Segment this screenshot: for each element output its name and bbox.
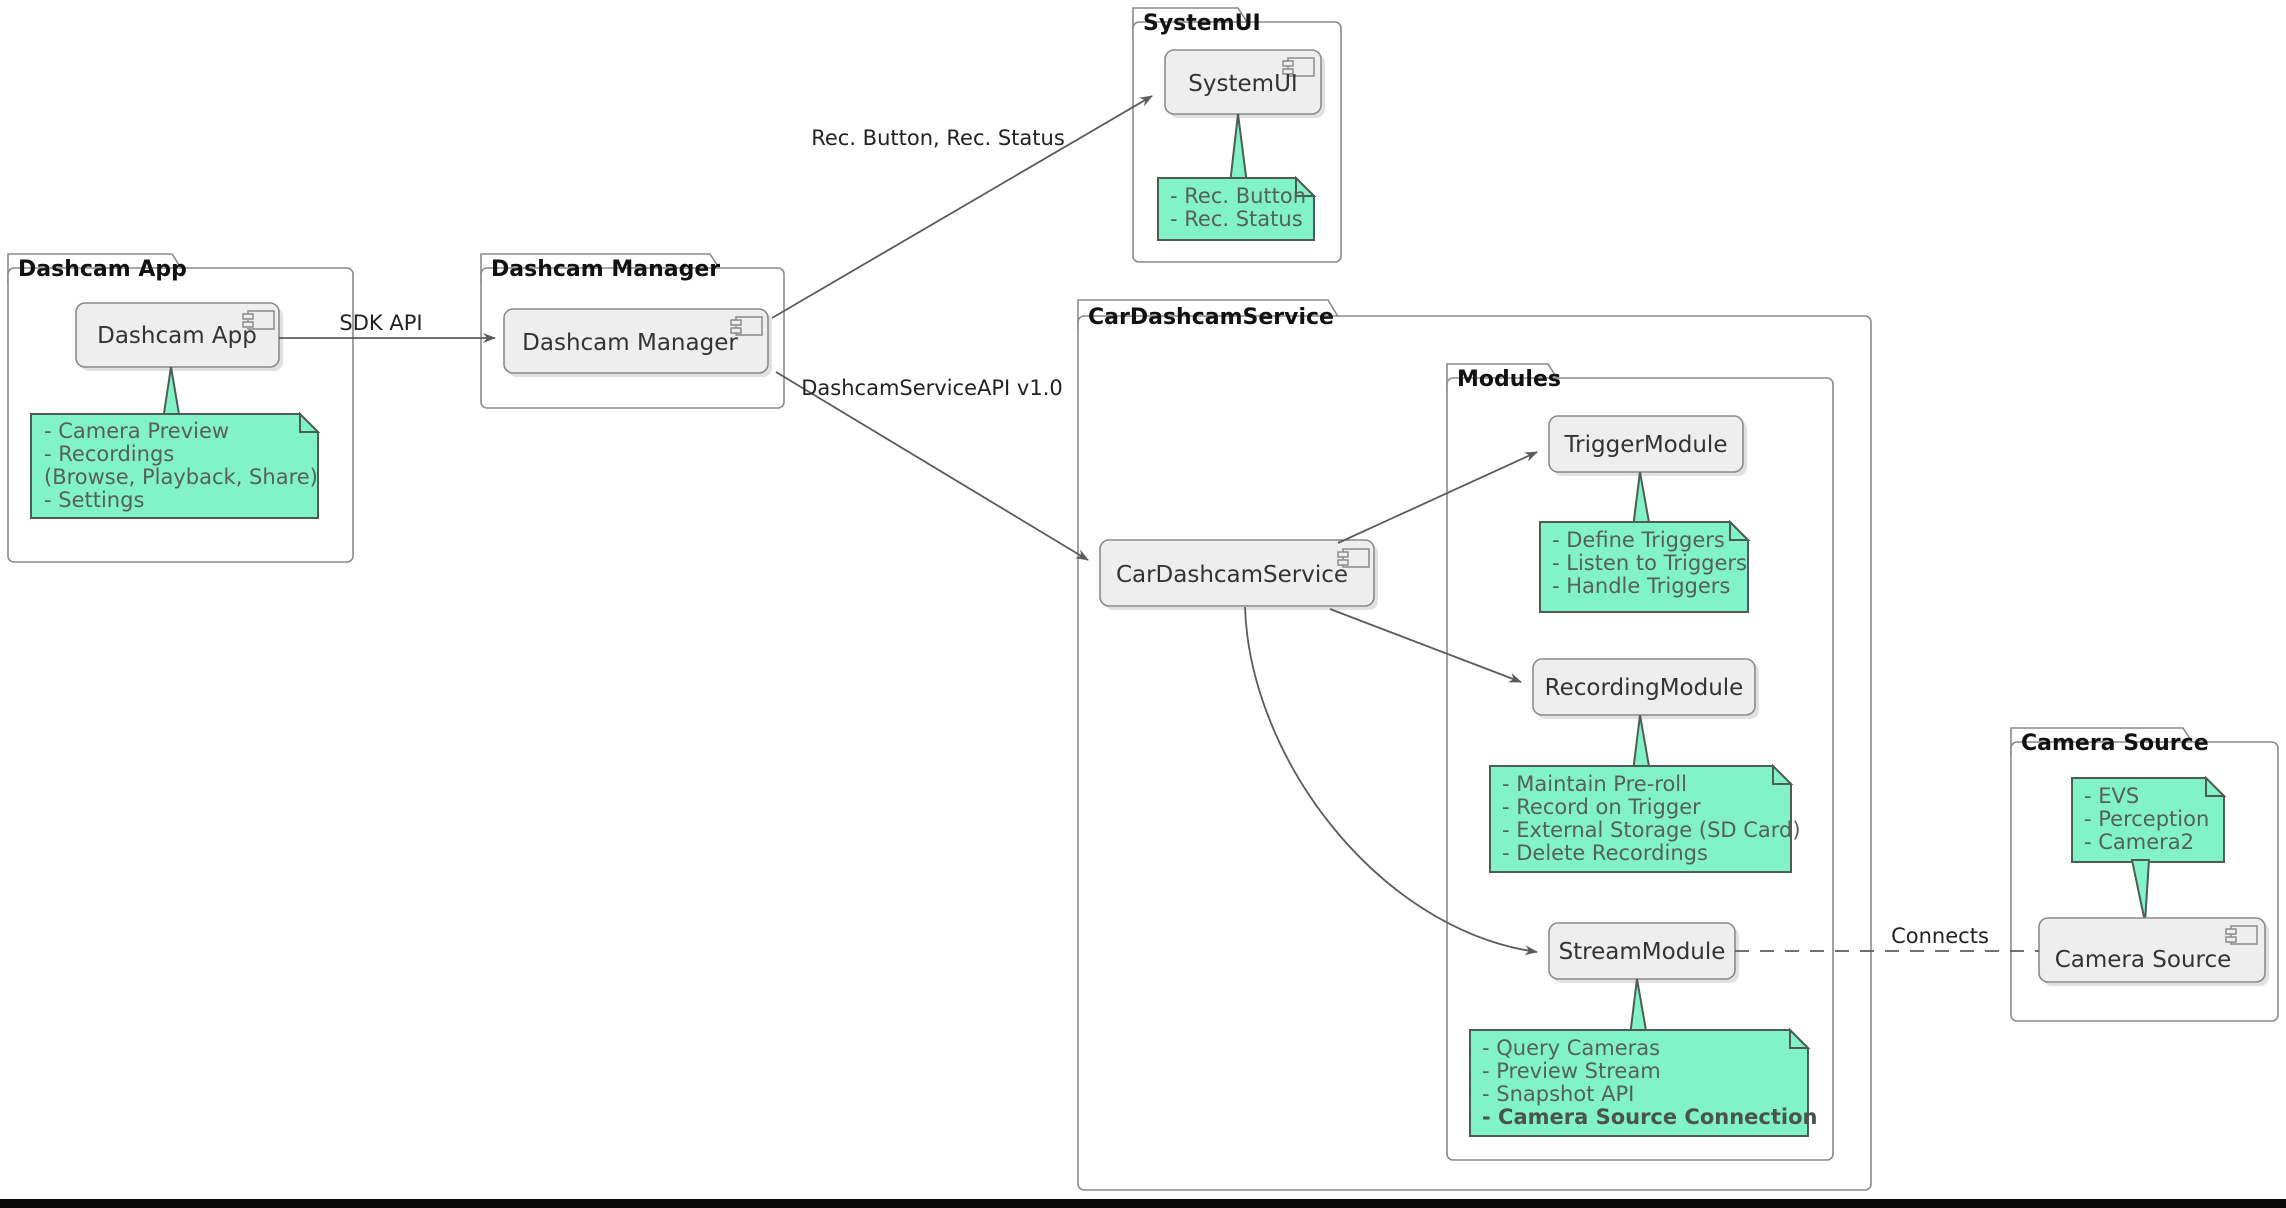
note-systemui: - Rec. Button - Rec. Status	[1157, 175, 1317, 241]
note-trigger-module: - Define Triggers - Listen to Triggers -…	[1539, 519, 1751, 613]
package-camera-source: Camera Source - EVS - Perception - Camer…	[2010, 727, 2279, 1022]
component-label: Dashcam Manager	[522, 330, 738, 356]
note-line: - Maintain Pre-roll	[1502, 772, 1687, 796]
note-line: - Rec. Button	[1170, 184, 1306, 208]
note-line: - Perception	[2084, 807, 2209, 831]
package-title-dashcam-manager: Dashcam Manager	[491, 257, 720, 282]
note-fold-corner	[2205, 775, 2227, 797]
edge-sdk-api: SDK API	[279, 311, 496, 343]
component-body	[1532, 658, 1756, 716]
component-trigger-module[interactable]: TriggerModule	[1548, 415, 1747, 476]
note-body	[30, 413, 319, 519]
component-label: CarDashcamService	[1116, 562, 1348, 588]
edge-rec-button-status: Rec. Button, Rec. Status	[771, 95, 1153, 319]
package-title-modules: Modules	[1457, 367, 1561, 392]
note-line: - Handle Triggers	[1552, 574, 1730, 598]
note-line: - Query Cameras	[1482, 1036, 1660, 1060]
note-line: - Define Triggers	[1552, 528, 1725, 552]
component-label: Camera Source	[2055, 947, 2232, 973]
note-line: - Snapshot API	[1482, 1082, 1634, 1106]
edge-line	[775, 371, 1089, 561]
package-cardashcamservice: CarDashcamService CarDashcamService Modu…	[1077, 299, 1872, 1191]
component-icon	[2225, 925, 2258, 945]
note-line: - Preview Stream	[1482, 1059, 1661, 1083]
component-icon	[730, 316, 763, 336]
component-cardashcamservice[interactable]: CarDashcamService	[1099, 539, 1378, 610]
note-body	[1157, 177, 1315, 241]
note-recording-module: - Maintain Pre-roll - Record on Trigger …	[1489, 763, 1801, 873]
component-body	[1164, 49, 1322, 115]
component-dashcam-app[interactable]: Dashcam App	[75, 302, 283, 371]
component-body	[2038, 917, 2266, 983]
note-line: - Camera Preview	[44, 419, 229, 443]
edge-line	[1244, 606, 1538, 956]
note-line: - Camera2	[2084, 830, 2194, 854]
component-label: Dashcam App	[97, 323, 257, 349]
edge-line	[1329, 608, 1522, 683]
edge-label: SDK API	[339, 311, 422, 335]
note-camera-source: - EVS - Perception - Camera2	[2071, 775, 2227, 863]
component-label: TriggerModule	[1564, 432, 1728, 458]
note-fold-corner	[299, 411, 321, 433]
note-line: - EVS	[2084, 784, 2139, 808]
package-dashcam-app: Dashcam App Dashcam App - Camera Preview	[7, 253, 354, 563]
package-title-systemui: SystemUI	[1143, 11, 1261, 36]
component-recording-module[interactable]: RecordingModule	[1532, 658, 1759, 719]
package-systemui: SystemUI SystemUI - Rec. Button - Rec. S…	[1132, 7, 1342, 263]
edge-label: Connects	[1891, 924, 1989, 948]
note-dashcam-app: - Camera Preview - Recordings (Browse, P…	[30, 411, 321, 519]
note-body	[2071, 777, 2225, 863]
note-fold-corner	[1772, 763, 1794, 785]
package-dashcam-manager: Dashcam Manager Dashcam Manager	[480, 253, 785, 409]
package-modules: Modules TriggerModule - Define Triggers …	[1446, 363, 1834, 1161]
package-title-dashcam-app: Dashcam App	[18, 257, 187, 282]
component-label: StreamModule	[1559, 939, 1726, 965]
note-line: - Record on Trigger	[1502, 795, 1701, 819]
note-line: - Recordings	[44, 442, 174, 466]
note-line-bold: - Camera Source Connection	[1482, 1105, 1817, 1129]
edge-to-stream-module	[1244, 606, 1538, 956]
bottom-bar	[0, 1199, 2286, 1208]
note-stem	[2130, 859, 2151, 923]
component-icon	[242, 310, 275, 330]
note-stream-module: - Query Cameras - Preview Stream - Snaps…	[1469, 1027, 1817, 1137]
edge-label: DashcamServiceAPI v1.0	[801, 376, 1063, 400]
note-body	[1469, 1029, 1809, 1137]
note-fold-corner	[1295, 175, 1317, 197]
note-fold-corner	[1729, 519, 1751, 541]
edge-to-trigger-module	[1337, 451, 1538, 544]
edge-dashcamserviceapi: DashcamServiceAPI v1.0	[775, 371, 1089, 561]
edge-line	[1337, 451, 1538, 544]
edge-to-recording-module	[1329, 608, 1522, 683]
component-icon	[1282, 57, 1315, 77]
component-body	[1099, 539, 1375, 607]
note-line: - Delete Recordings	[1502, 841, 1708, 865]
note-line: - Settings	[44, 488, 144, 512]
note-line: - External Storage (SD Card)	[1502, 818, 1801, 842]
note-line: (Browse, Playback, Share)	[44, 465, 318, 489]
component-icon	[1337, 548, 1370, 568]
note-fold-corner	[1789, 1027, 1811, 1049]
edge-connects: Connects	[1735, 924, 2039, 952]
note-body	[1539, 521, 1749, 613]
note-line: - Listen to Triggers	[1552, 551, 1747, 575]
component-dashcam-manager[interactable]: Dashcam Manager	[503, 308, 772, 377]
note-body	[1489, 765, 1792, 873]
component-body	[75, 302, 280, 368]
component-systemui[interactable]: SystemUI	[1164, 49, 1325, 118]
edge-label: Rec. Button, Rec. Status	[811, 126, 1065, 150]
note-line: - Rec. Status	[1170, 207, 1303, 231]
component-camera-source[interactable]: Camera Source	[2038, 917, 2269, 986]
component-body	[503, 308, 769, 374]
package-title-cardashcamservice: CarDashcamService	[1088, 305, 1334, 330]
component-label: SystemUI	[1188, 71, 1297, 97]
package-title-camera-source: Camera Source	[2021, 731, 2209, 756]
component-stream-module[interactable]: StreamModule	[1548, 922, 1739, 983]
component-body	[1548, 415, 1744, 473]
edge-line	[771, 95, 1153, 319]
component-label: RecordingModule	[1545, 675, 1744, 701]
